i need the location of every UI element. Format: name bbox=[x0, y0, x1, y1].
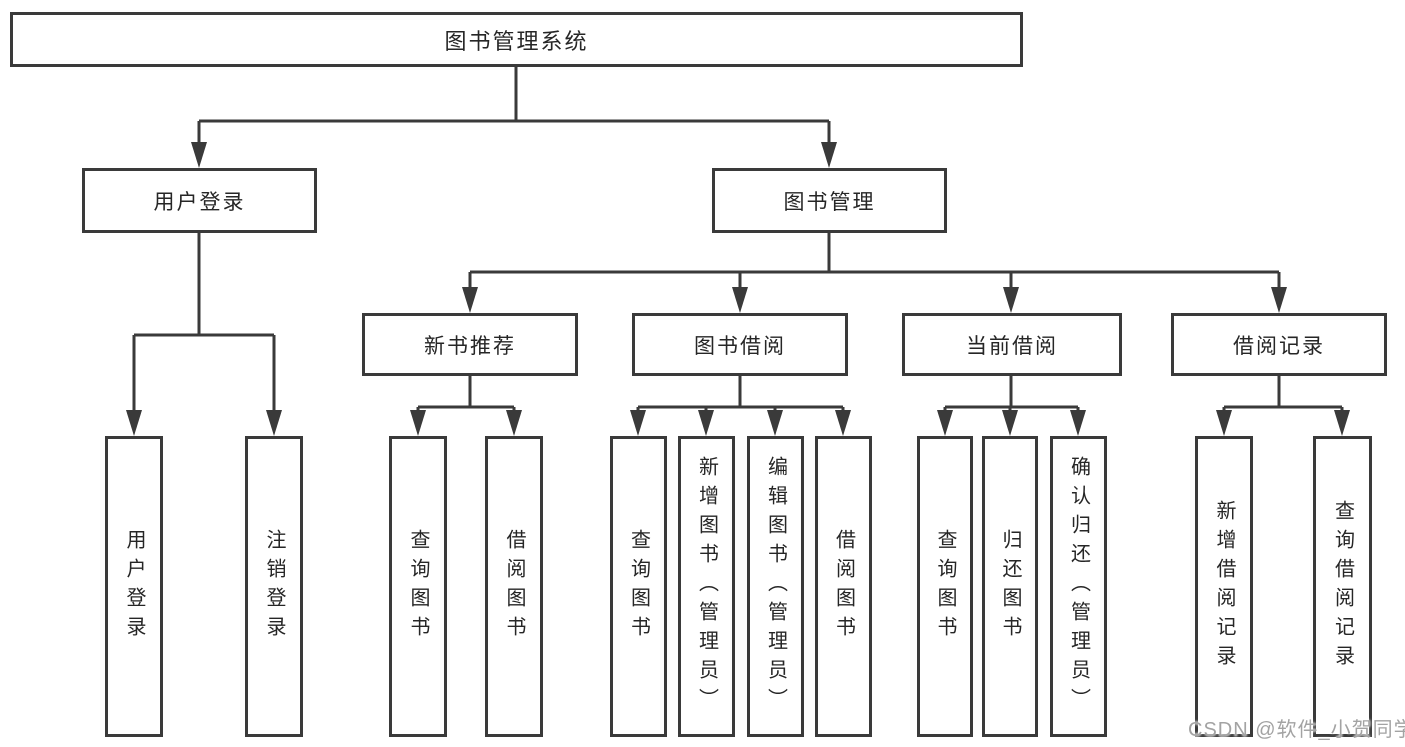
node-label: 图书借阅 bbox=[694, 334, 786, 358]
node-book-management-system: 图书管理系统 bbox=[10, 12, 1023, 67]
node-label: 编辑图书（管理员） bbox=[764, 456, 787, 717]
node-new-book-recommendation: 新书推荐 bbox=[362, 313, 578, 376]
leaf-confirm-return-admin: 确认归还（管理员） bbox=[1050, 436, 1107, 737]
node-label: 归还图书 bbox=[999, 528, 1021, 645]
node-label: 用户登录 bbox=[123, 528, 145, 645]
node-label: 确认归还（管理员） bbox=[1067, 456, 1090, 717]
node-label: 借阅图书 bbox=[503, 528, 525, 645]
leaf-add-books-admin: 新增图书（管理员） bbox=[678, 436, 735, 737]
leaf-user-login: 用户登录 bbox=[105, 436, 163, 737]
node-label: 查询图书 bbox=[627, 528, 650, 645]
node-label: 新书推荐 bbox=[424, 334, 516, 358]
node-borrowing-records: 借阅记录 bbox=[1171, 313, 1387, 376]
node-label: 用户登录 bbox=[153, 190, 246, 214]
node-label: 查询图书 bbox=[407, 528, 429, 645]
node-book-borrowing: 图书借阅 bbox=[632, 313, 848, 376]
leaf-query-books-current: 查询图书 bbox=[917, 436, 973, 737]
node-current-borrowing: 当前借阅 bbox=[902, 313, 1122, 376]
leaf-query-books-borrowing: 查询图书 bbox=[610, 436, 667, 737]
node-user-login: 用户登录 bbox=[82, 168, 317, 233]
node-label: 新增借阅记录 bbox=[1213, 499, 1235, 674]
node-label: 图书管理 bbox=[783, 190, 876, 214]
node-label: 查询借阅记录 bbox=[1331, 499, 1354, 674]
node-label: 借阅图书 bbox=[832, 528, 855, 645]
leaf-logout: 注销登录 bbox=[245, 436, 303, 737]
leaf-borrow-books-recommend: 借阅图书 bbox=[485, 436, 543, 737]
leaf-borrow-books: 借阅图书 bbox=[815, 436, 872, 737]
node-label: 借阅记录 bbox=[1233, 334, 1325, 358]
leaf-edit-books-admin: 编辑图书（管理员） bbox=[747, 436, 804, 737]
leaf-query-books-recommend: 查询图书 bbox=[389, 436, 447, 737]
node-label: 查询图书 bbox=[934, 528, 956, 645]
node-label: 新增图书（管理员） bbox=[695, 456, 718, 717]
leaf-add-borrow-record: 新增借阅记录 bbox=[1195, 436, 1253, 737]
arrowheads bbox=[126, 142, 1350, 436]
node-label: 图书管理系统 bbox=[444, 28, 589, 54]
leaf-query-borrow-record: 查询借阅记录 bbox=[1313, 436, 1372, 737]
leaf-return-books: 归还图书 bbox=[982, 436, 1038, 737]
csdn-watermark: CSDN @软件_小贺同学 bbox=[1188, 719, 1405, 741]
node-label: 注销登录 bbox=[263, 528, 285, 645]
node-label: 当前借阅 bbox=[966, 334, 1058, 358]
node-book-management: 图书管理 bbox=[712, 168, 947, 233]
